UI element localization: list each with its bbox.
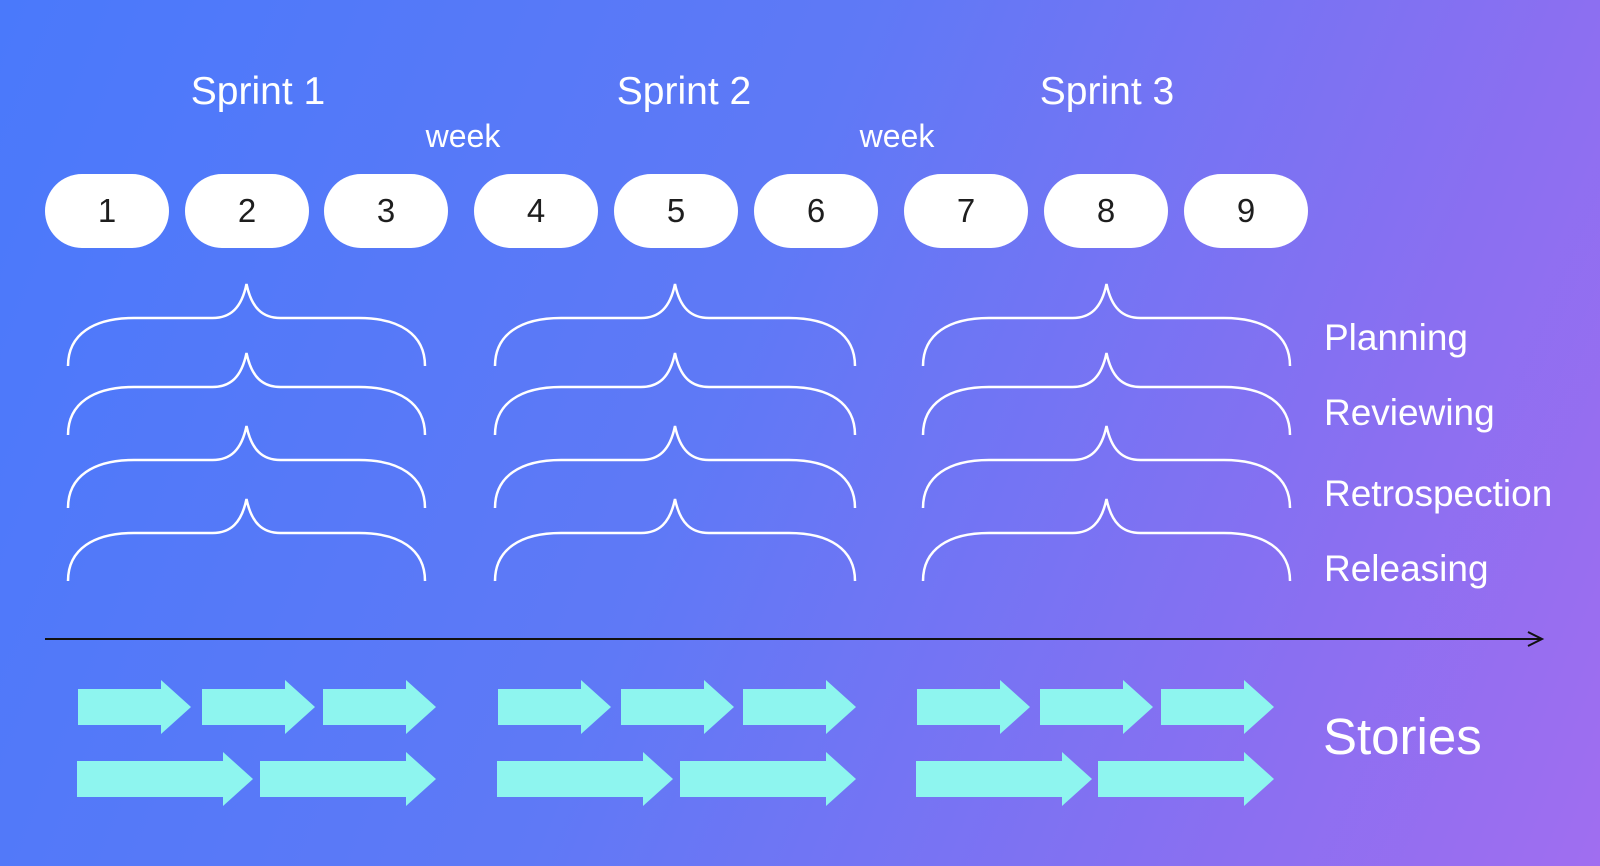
story-arrow-row1-3 [323, 680, 436, 734]
story-arrow-row2-6 [1098, 752, 1274, 806]
day-pill-2: 2 [185, 174, 309, 248]
sprint-3-label: Sprint 3 [1039, 70, 1175, 113]
story-arrow-row2-4 [680, 752, 856, 806]
brace-sprint-2-row-1 [493, 283, 857, 367]
brace-sprint-3-row-2 [921, 352, 1292, 436]
story-arrow-row1-8 [1040, 680, 1153, 734]
week-label-2: week [859, 118, 935, 154]
phase-label-releasing: Releasing [1324, 548, 1489, 589]
story-arrow-row1-7 [917, 680, 1030, 734]
timeline-arrowhead [1527, 631, 1545, 647]
story-arrow-row1-2 [202, 680, 315, 734]
story-arrow-row2-5 [916, 752, 1092, 806]
phase-label-planning: Planning [1324, 317, 1469, 358]
brace-sprint-3-row-1 [921, 283, 1292, 367]
story-arrow-row1-5 [621, 680, 734, 734]
day-pill-5: 5 [614, 174, 738, 248]
day-pill-4: 4 [474, 174, 598, 248]
brace-sprint-1-row-2 [66, 352, 427, 436]
brace-sprint-1-row-3 [66, 425, 427, 509]
story-arrow-row1-9 [1161, 680, 1274, 734]
day-pill-6: 6 [754, 174, 878, 248]
brace-sprint-2-row-3 [493, 425, 857, 509]
phase-label-retrospection: Retrospection [1324, 473, 1553, 514]
brace-sprint-2-row-2 [493, 352, 857, 436]
story-arrow-row1-1 [78, 680, 191, 734]
brace-sprint-1-row-1 [66, 283, 427, 367]
brace-sprint-2-row-4 [493, 498, 857, 582]
brace-sprint-1-row-4 [66, 498, 427, 582]
day-pill-7: 7 [904, 174, 1028, 248]
brace-sprint-3-row-3 [921, 425, 1292, 509]
stories-label: Stories [1323, 708, 1482, 765]
day-pill-9: 9 [1184, 174, 1308, 248]
day-pill-3: 3 [324, 174, 448, 248]
phase-label-reviewing: Reviewing [1324, 392, 1495, 433]
story-arrow-row1-4 [498, 680, 611, 734]
story-arrow-row1-6 [743, 680, 856, 734]
brace-sprint-3-row-4 [921, 498, 1292, 582]
day-pill-1: 1 [45, 174, 169, 248]
sprint-1-label: Sprint 1 [190, 70, 326, 113]
story-arrow-row2-3 [497, 752, 673, 806]
story-arrow-row2-1 [77, 752, 253, 806]
day-pill-8: 8 [1044, 174, 1168, 248]
story-arrow-row2-2 [260, 752, 436, 806]
sprint-2-label: Sprint 2 [616, 70, 752, 113]
week-label-1: week [425, 118, 501, 154]
